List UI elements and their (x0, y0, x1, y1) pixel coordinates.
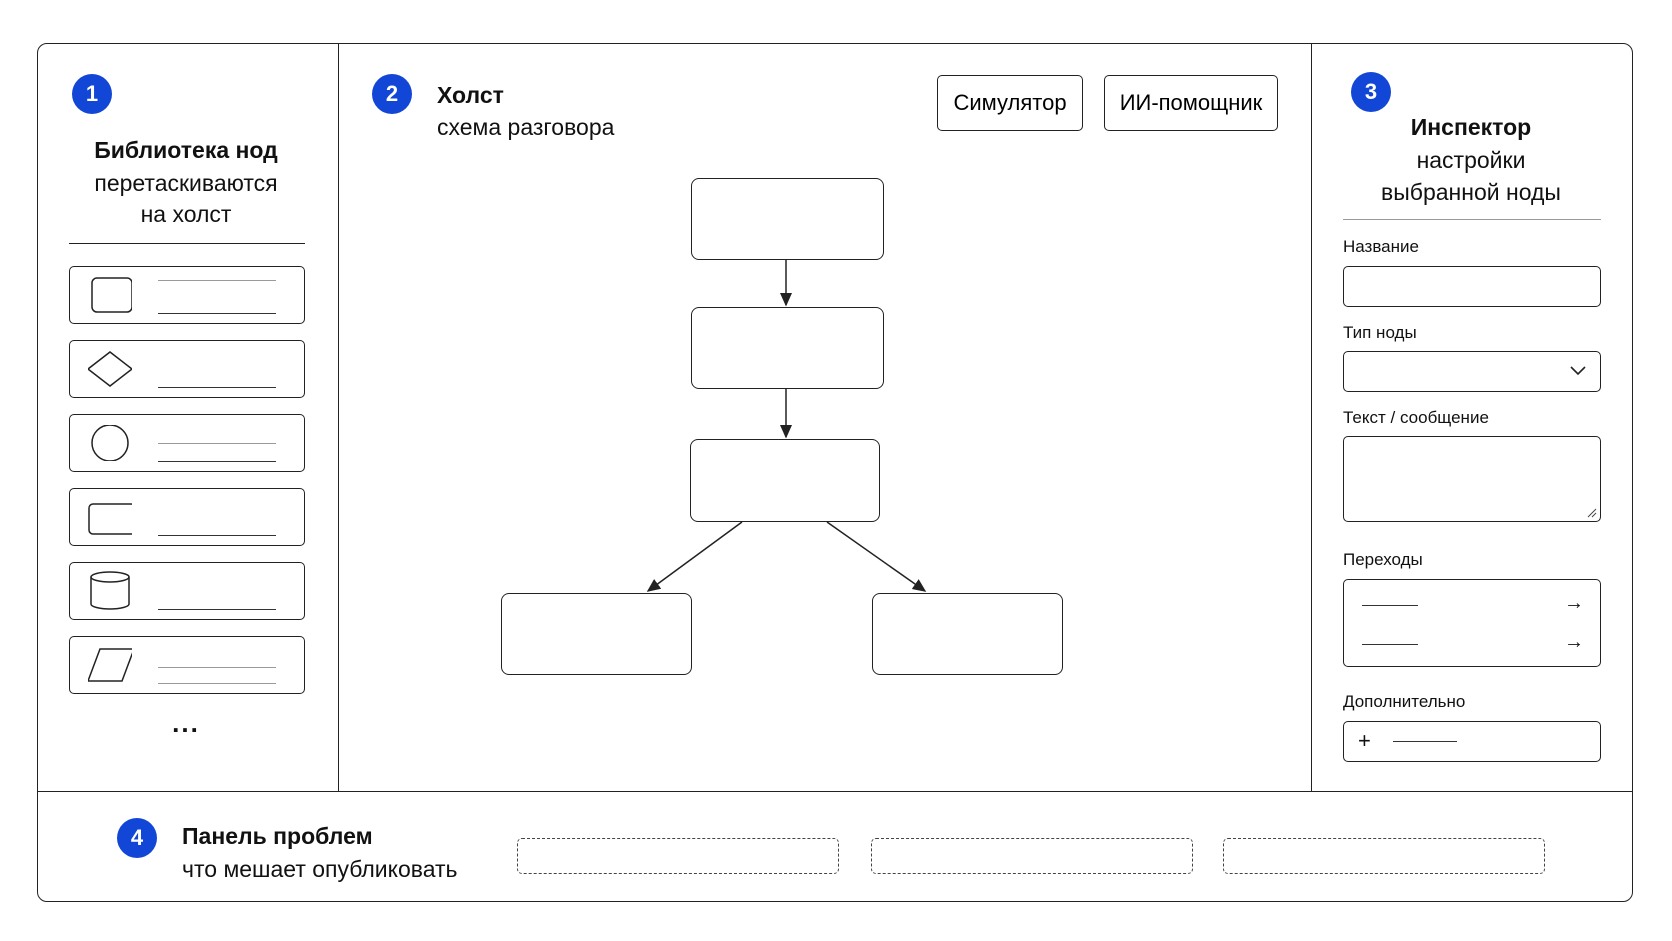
app-frame (37, 43, 1633, 902)
transitions-list: → → (1343, 579, 1601, 667)
cylinder-icon (90, 571, 130, 610)
inspector-separator (1343, 219, 1601, 220)
library-item-square[interactable] (69, 266, 305, 324)
message-text-area[interactable] (1343, 436, 1601, 522)
library-more-indicator[interactable]: ... (172, 708, 200, 738)
rectangle-icon (88, 503, 132, 535)
inspector-divider (1311, 43, 1312, 791)
edge-3-4 (646, 521, 743, 592)
flow-node-5[interactable] (872, 593, 1063, 675)
library-item-cylinder[interactable] (69, 562, 305, 620)
issues-divider (37, 791, 1633, 792)
resize-handle-icon[interactable] (1587, 508, 1597, 518)
library-item-parallelogram[interactable] (69, 636, 305, 694)
transition-1-placeholder[interactable] (1362, 605, 1418, 606)
additional-placeholder (1393, 741, 1457, 742)
name-label: Название (1343, 237, 1419, 256)
chevron-down-icon (1570, 366, 1586, 376)
ai-assistant-button[interactable]: ИИ-помощник (1104, 75, 1278, 131)
inspector-title: Инспектор (1410, 114, 1532, 140)
diamond-icon (88, 351, 132, 387)
canvas-badge: 2 (372, 74, 412, 114)
library-badge: 1 (72, 74, 112, 114)
inspector-subtitle-line2: выбранной ноды (1381, 179, 1561, 205)
library-item-diamond[interactable] (69, 340, 305, 398)
flow-node-1[interactable] (691, 178, 884, 260)
transitions-label: Переходы (1343, 550, 1423, 569)
additional-field[interactable]: + (1343, 721, 1601, 762)
inspector-badge: 3 (1351, 72, 1391, 112)
node-type-label: Тип ноды (1343, 323, 1417, 342)
flow-node-4[interactable] (501, 593, 692, 675)
flow-node-2[interactable] (691, 307, 884, 389)
name-input[interactable] (1343, 266, 1601, 307)
transition-2-placeholder[interactable] (1362, 644, 1418, 645)
issues-subtitle: что мешает опубликовать (182, 856, 458, 882)
library-title: Библиотека нод (94, 137, 278, 163)
edge-3-5 (826, 521, 927, 592)
issue-slot-2[interactable] (871, 838, 1193, 874)
additional-label: Дополнительно (1343, 692, 1466, 711)
library-subtitle-line2: на холст (140, 201, 232, 227)
flow-node-3[interactable] (690, 439, 880, 522)
canvas-title: Холст (437, 82, 504, 108)
issue-slot-3[interactable] (1223, 838, 1545, 874)
arrow-right-icon[interactable]: → (1564, 592, 1584, 614)
issues-title: Панель проблем (182, 823, 373, 849)
plus-icon[interactable]: + (1358, 728, 1371, 753)
library-divider (338, 43, 339, 791)
node-type-select[interactable] (1343, 351, 1601, 392)
issue-slot-1[interactable] (517, 838, 839, 874)
library-item-circle[interactable] (69, 414, 305, 472)
library-separator (69, 243, 305, 244)
circle-icon (91, 425, 129, 461)
square-icon (91, 277, 132, 313)
inspector-subtitle-line1: настройки (1416, 147, 1526, 173)
canvas-subtitle: схема разговора (437, 114, 615, 140)
issues-badge: 4 (117, 818, 157, 858)
message-text-label: Текст / сообщение (1343, 408, 1489, 427)
library-item-rectangle[interactable] (69, 488, 305, 546)
parallelogram-icon (88, 648, 132, 682)
simulator-button[interactable]: Симулятор (937, 75, 1083, 131)
library-subtitle-line1: перетаскиваются (94, 170, 278, 196)
arrow-right-icon[interactable]: → (1564, 631, 1584, 653)
